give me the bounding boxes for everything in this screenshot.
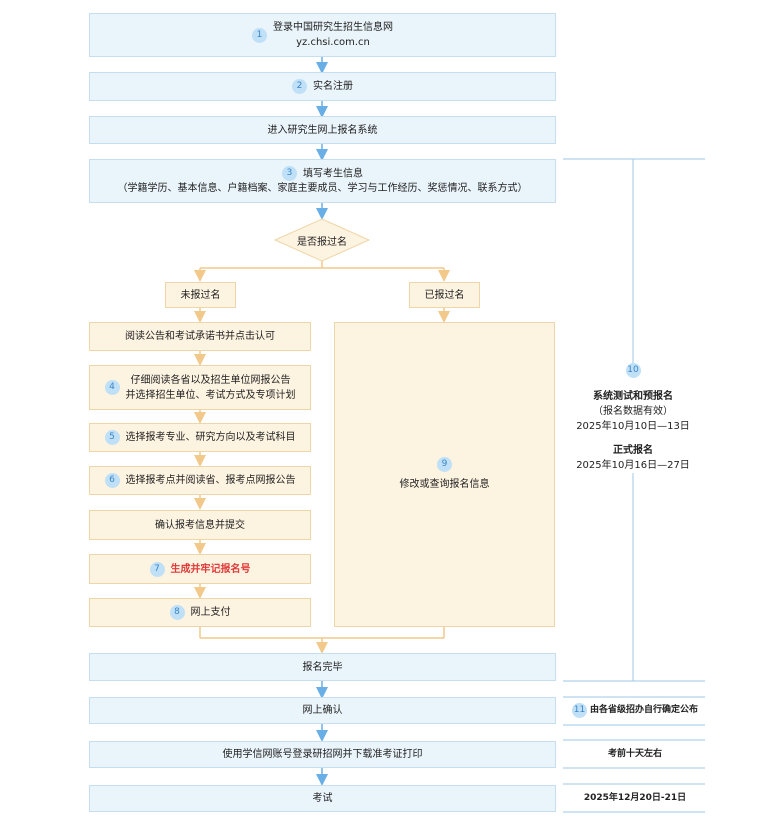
- step-select-unit-line2: 并选择招生单位、考试方式及专项计划: [125, 389, 296, 401]
- step-register-box: 2 实名注册: [89, 72, 556, 101]
- step-select-site-label: 选择报考点并阅读省、报考点网报公告: [125, 475, 296, 486]
- step-register-label: 实名注册: [313, 81, 353, 92]
- step-generate-number-label: 生成并牢记报名号: [170, 563, 251, 575]
- decision-label: 是否报过名: [297, 236, 347, 248]
- step-exam-label: 考试: [312, 793, 333, 804]
- side-test-dates: 2025年10月10日—13日: [576, 420, 690, 432]
- side-number-badge: 11: [571, 703, 587, 718]
- step-login-url: yz.chsi.com.cn: [296, 37, 370, 48]
- step-select-site-box: 6 选择报考点并阅读省、报考点网报公告: [89, 466, 311, 495]
- side-confirm-note-row: 11 由各省级招办自行确定公布: [566, 703, 704, 718]
- step-done-label: 报名完毕: [302, 661, 343, 673]
- step-fill-info-details: （学籍学历、基本信息、户籍档案、家庭主要成员、学习与工作经历、奖惩情况、联系方式…: [117, 183, 528, 195]
- side-number-badge: 10: [625, 363, 641, 378]
- step-select-unit-box: 4 仔细阅读各省以及招生单位网报公告 并选择招生单位、考试方式及专项计划: [89, 365, 311, 410]
- step-exam-box: 考试: [89, 785, 556, 812]
- step-online-confirm-label: 网上确认: [302, 705, 343, 716]
- side-test-note: （报名数据有效）: [593, 405, 673, 417]
- step-login-label: 登录中国研究生招生信息网: [273, 22, 393, 33]
- side-print-note: 考前十天左右: [607, 749, 662, 759]
- side-exam-dates: 2025年12月20日-21日: [583, 793, 687, 803]
- branch-applied: 已报过名: [409, 282, 480, 308]
- step-modify-query-label: 修改或查询报名信息: [399, 478, 490, 490]
- step-select-unit-line1: 仔细阅读各省以及招生单位网报公告: [130, 374, 291, 386]
- step-print-ticket-label: 使用学信网账号登录研招网并下载准考证打印: [222, 749, 423, 760]
- branch-not-applied-label: 未报过名: [180, 289, 221, 301]
- side-formal-title: 正式报名: [613, 444, 653, 456]
- step-print-ticket-box: 使用学信网账号登录研招网并下载准考证打印: [89, 741, 556, 768]
- step-enter-system-label: 进入研究生网上报名系统: [267, 124, 378, 136]
- step-number-badge: 5: [104, 430, 120, 445]
- step-confirm-submit-box: 确认报考信息并提交: [89, 510, 311, 540]
- step-number-badge: 9: [437, 457, 452, 473]
- branch-applied-label: 已报过名: [424, 289, 465, 301]
- step-payment-box: 8 网上支付: [89, 598, 311, 627]
- step-number-badge: 3: [282, 165, 297, 181]
- step-number-badge: 1: [252, 27, 267, 43]
- step-enter-system-box: 进入研究生网上报名系统: [89, 116, 556, 144]
- step-confirm-submit-label: 确认报考信息并提交: [155, 519, 245, 531]
- step-done-box: 报名完毕: [89, 653, 556, 681]
- step-number-badge: 4: [104, 380, 120, 395]
- step-number-badge: 2: [292, 79, 307, 94]
- side-test-title: 系统测试和预报名: [593, 390, 673, 402]
- step-online-confirm-box: 网上确认: [89, 697, 556, 724]
- step-number-badge: 7: [149, 561, 165, 577]
- branch-not-applied: 未报过名: [165, 282, 236, 308]
- step-login-box: 1 登录中国研究生招生信息网 yz.chsi.com.cn: [89, 13, 556, 57]
- step-fill-info-label: 填写考生信息: [303, 168, 363, 180]
- step-fill-info-box: 3 填写考生信息 （学籍学历、基本信息、户籍档案、家庭主要成员、学习与工作经历、奖…: [89, 159, 556, 203]
- step-generate-number-box: 7 生成并牢记报名号: [89, 554, 311, 584]
- step-read-notice-label: 阅读公告和考试承诺书并点击认可: [125, 331, 275, 342]
- step-select-major-label: 选择报考专业、研究方向以及考试科目: [125, 432, 296, 443]
- step-modify-query-box: 9 修改或查询报名信息: [334, 322, 555, 627]
- step-number-badge: 6: [104, 473, 120, 488]
- side-registration-period: 10 系统测试和预报名 （报名数据有效） 2025年10月10日—13日 正式报…: [570, 363, 696, 473]
- side-confirm-note: 由各省级招办自行确定公布: [589, 705, 698, 715]
- step-number-badge: 8: [169, 605, 185, 620]
- step-read-notice-box: 阅读公告和考试承诺书并点击认可: [89, 322, 311, 351]
- step-select-major-box: 5 选择报考专业、研究方向以及考试科目: [89, 423, 311, 452]
- side-formal-dates: 2025年10月16日—27日: [576, 459, 690, 471]
- step-payment-label: 网上支付: [190, 607, 231, 618]
